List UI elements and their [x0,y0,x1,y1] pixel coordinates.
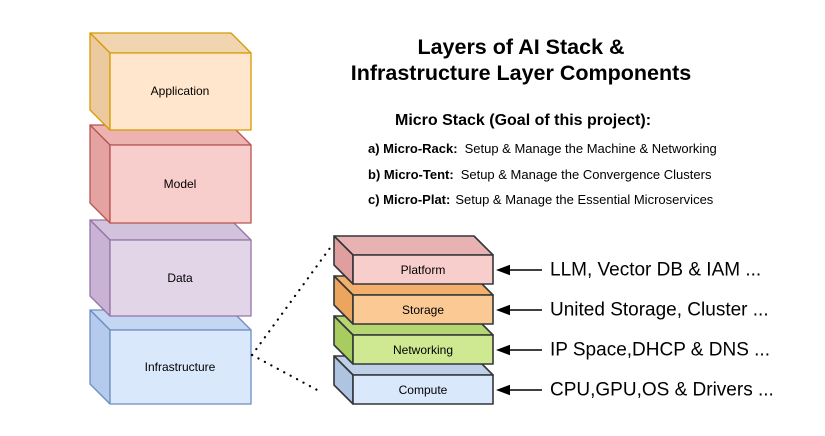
networking-label: Networking [393,343,453,357]
goal-b-text: Setup & Manage the Convergence Clusters [461,167,712,182]
layer-box-application: Application [89,32,252,131]
subtitle-micro-stack: Micro Stack (Goal of this project): [395,112,651,129]
goal-a-label: a) Micro-Rack: [368,141,458,156]
goal-item-b: b) Micro-Tent: Setup & Manage the Converg… [368,167,712,182]
diagram-title-line1: Layers of AI Stack & [417,35,624,59]
layer-box-model: Model [89,124,252,224]
platform-label: Platform [401,263,446,277]
annotation-compute: CPU,GPU,OS & Drivers ... [550,380,774,401]
application-top-face [89,32,252,54]
compute-front-face [352,374,494,405]
compute-arrowhead-icon [496,384,510,396]
annotation-platform: LLM, Vector DB & IAM ... [550,260,761,281]
storage-front-face [352,294,494,325]
infrastructure-label: Infrastructure [145,360,216,374]
zoom-connector-bottom [250,353,323,394]
storage-label: Storage [402,303,444,317]
model-front-face [109,144,252,224]
goal-c-label: c) Micro-Plat: [368,192,450,207]
annotation-arrow-platform [496,264,542,276]
platform-front-face [352,254,494,285]
component-box-storage: Storage [333,275,494,325]
diagram-title-line2: Infrastructure Layer Components [351,61,692,85]
component-box-networking: Networking [333,315,494,365]
component-box-platform: Platform [333,235,494,285]
storage-arrowhead-icon [496,304,510,316]
annotation-arrow-storage [496,304,542,316]
annotation-arrow-networking [496,344,542,356]
model-label: Model [164,177,197,191]
goal-item-c: c) Micro-Plat: Setup & Manage the Essenti… [368,192,714,207]
data-front-face [109,239,252,317]
platform-arrowhead-icon [496,264,510,276]
layer-box-data: Data [89,219,252,317]
annotation-storage: United Storage, Cluster ... [550,300,769,321]
goal-c-text: Setup & Manage the Essential Microservic… [455,192,713,207]
annotation-arrow-compute [496,384,542,396]
zoom-connector-top [250,246,332,357]
goal-item-a: a) Micro-Rack: Setup & Manage the Machine… [368,141,717,156]
compute-label: Compute [399,383,448,397]
application-label: Application [151,84,210,98]
infrastructure-front-face [109,329,252,405]
layer-box-infrastructure: Infrastructure [89,309,252,405]
networking-front-face [352,334,494,365]
networking-arrowhead-icon [496,344,510,356]
data-label: Data [167,271,193,285]
annotation-networking: IP Space,DHCP & DNS ... [550,340,770,361]
goal-a-text: Setup & Manage the Machine & Networking [465,141,717,156]
platform-top-face [333,235,494,256]
goal-b-label: b) Micro-Tent: [368,167,454,182]
application-front-face [109,52,252,131]
